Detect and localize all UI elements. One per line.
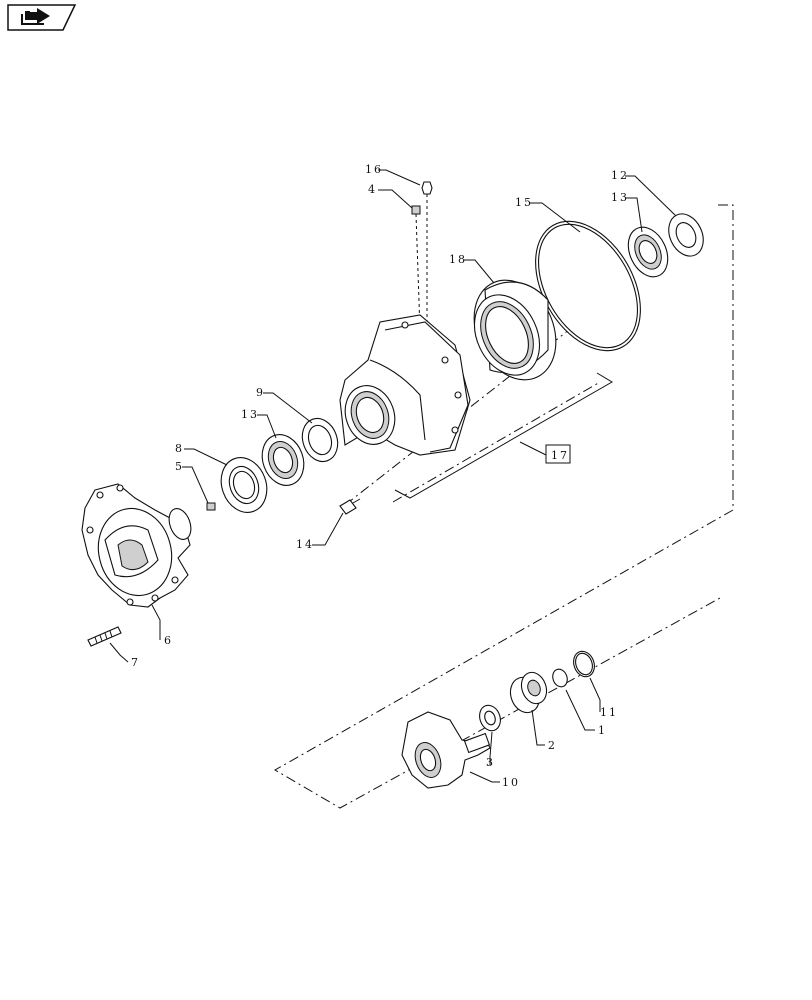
centerline bbox=[344, 289, 621, 506]
assembly-boundary bbox=[273, 204, 734, 809]
book-arrow-icon[interactable] bbox=[7, 4, 77, 31]
callout-9: 9 bbox=[256, 386, 265, 399]
sun-gear-2 bbox=[509, 671, 548, 714]
bolt-14 bbox=[339, 498, 361, 515]
wheel-hub-6 bbox=[81, 483, 192, 608]
ring-gear-18 bbox=[473, 279, 557, 381]
callout-15: 15 bbox=[515, 196, 533, 209]
sleeve-3 bbox=[479, 704, 501, 732]
bracket-17 bbox=[394, 372, 613, 499]
callout-7: 7 bbox=[131, 656, 140, 669]
callout-labels: 16 4 15 12 13 18 9 13 8 5 14 17 6 7 10 3… bbox=[131, 163, 629, 789]
callout-2: 2 bbox=[548, 739, 557, 752]
hub-housing bbox=[339, 314, 471, 456]
locknut-12 bbox=[668, 213, 704, 257]
callout-5: 5 bbox=[175, 460, 184, 473]
fitting-16 bbox=[421, 181, 433, 330]
screw-5 bbox=[206, 502, 216, 511]
planet-carrier-10 bbox=[401, 711, 491, 789]
callout-8: 8 bbox=[175, 442, 184, 455]
oring-15 bbox=[535, 220, 641, 352]
callout-12: 12 bbox=[611, 169, 629, 182]
plug-4 bbox=[411, 205, 421, 331]
ring-11 bbox=[573, 650, 595, 678]
callout-14: 14 bbox=[296, 538, 314, 551]
snap-ring-1 bbox=[552, 668, 568, 688]
callout-1: 1 bbox=[598, 724, 607, 737]
callout-4: 4 bbox=[368, 183, 377, 196]
callout-3: 3 bbox=[486, 756, 495, 769]
callout-13-upper: 13 bbox=[611, 191, 629, 204]
callout-13-lower: 13 bbox=[241, 408, 259, 421]
callout-11: 11 bbox=[600, 706, 618, 719]
stud-7 bbox=[87, 626, 122, 647]
bearing-13-upper bbox=[627, 226, 669, 278]
leader-lines bbox=[109, 169, 677, 783]
callout-18: 18 bbox=[449, 253, 467, 266]
ring-9 bbox=[301, 417, 339, 463]
callout-17: 17 bbox=[551, 449, 569, 462]
seal-8 bbox=[220, 457, 268, 513]
callout-16: 16 bbox=[365, 163, 383, 176]
callout-10: 10 bbox=[502, 776, 520, 789]
bearing-13-lower bbox=[261, 434, 305, 486]
callout-6: 6 bbox=[164, 634, 173, 647]
